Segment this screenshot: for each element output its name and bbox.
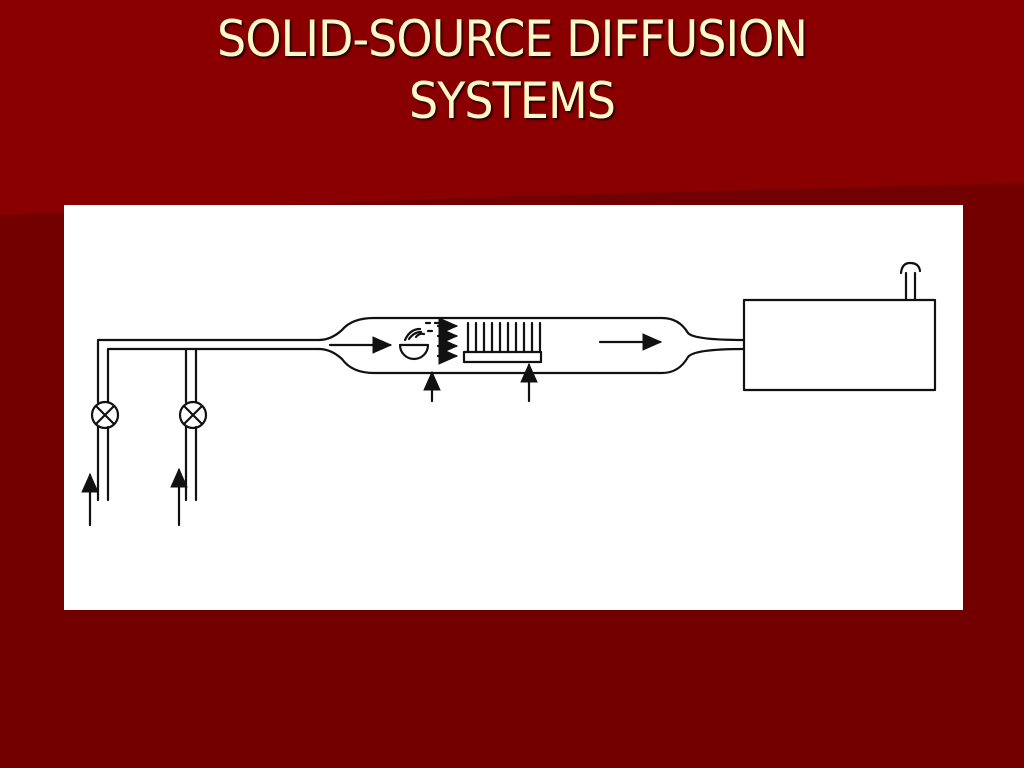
source-vapor-arrows [424,317,459,365]
gas-supply-line-right [184,347,321,502]
diffusion-system-diagram [81,261,937,527]
slide-title-line-1: SOLID-SOURCE DIFFUSION [217,10,808,68]
solid-source-crucible [398,327,430,361]
exhaust-box [742,261,937,392]
slide-title: SOLID-SOURCE DIFFUSION SYSTEMS [41,8,983,132]
diffusion-tube [317,316,746,375]
background-upper-band [0,0,1024,215]
wafer-boat [462,321,543,364]
diagram-panel [64,205,963,610]
slide-title-line-2: SYSTEMS [408,72,616,130]
gas-valve-icon [178,400,208,430]
gas-valve-icon [90,400,120,430]
gas-supply-line-left [96,338,321,502]
